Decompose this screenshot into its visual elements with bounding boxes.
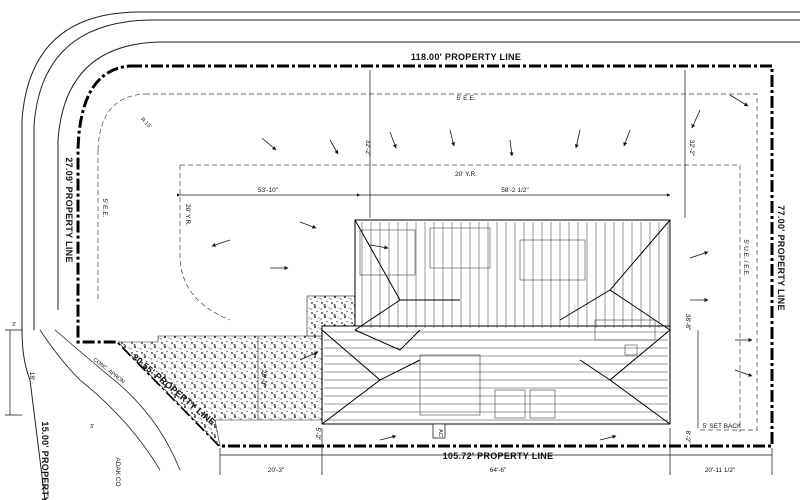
street-name-label: ADAK CO xyxy=(114,457,121,486)
dim-bottom-mid: 64'-6" xyxy=(490,467,507,474)
house-footprint xyxy=(321,219,671,439)
dim-north-setback-right: 32'-2" xyxy=(688,140,695,157)
east-utility-easement-label: 5' U.E. / E.E. xyxy=(742,239,749,276)
rear-yard-vertical-label: 20' Y.R. xyxy=(184,204,191,226)
dim-drive-width: 18' xyxy=(28,372,35,380)
south-property-line-label: 105.72' PROPERTY LINE xyxy=(443,451,554,461)
dim-east-depth: 38'-8" xyxy=(684,314,691,331)
dim-north-setback-left: 32'-2" xyxy=(364,140,371,157)
west-property-line-label: 27.09' PROPERTY LINE xyxy=(64,157,74,263)
ac-unit-label: AC xyxy=(437,429,443,437)
drainage-arrows xyxy=(211,94,753,441)
left-edge-property-label: 15.00' PROPERTY xyxy=(40,421,50,500)
dim-driveway: 28'-0" xyxy=(260,370,267,387)
concrete-apron-label: CONC. APRON xyxy=(92,357,126,385)
street-curb xyxy=(21,11,800,500)
dim-left-bottom: 3' xyxy=(90,424,94,430)
rear-yard-label: 20' Y.R. xyxy=(455,171,477,178)
dim-top-right: 58'-2 1/2" xyxy=(501,187,529,194)
dim-right-side: 8'-2" xyxy=(684,431,691,445)
north-property-line-label: 118.00' PROPERTY LINE xyxy=(411,52,521,62)
dim-left-side: 5'-2" xyxy=(314,428,321,442)
west-easement-label: 5' E.E. xyxy=(101,199,108,218)
dim-radius: R 15' xyxy=(139,117,152,130)
setback-lines xyxy=(97,93,758,432)
north-easement-label: 5' E.E. xyxy=(457,95,476,102)
dim-bottom-left: 20'-3" xyxy=(268,467,285,474)
dim-left-top: 3' xyxy=(12,322,16,328)
dim-bottom-right: 20'-11 1/2" xyxy=(705,467,736,474)
east-property-line-label: 77.00' PROPERTY LINE xyxy=(776,205,786,311)
dimension-lines xyxy=(5,70,773,475)
dim-top-left: 53'-10" xyxy=(258,187,279,194)
setback-label: 5' SET BACK xyxy=(703,423,742,430)
